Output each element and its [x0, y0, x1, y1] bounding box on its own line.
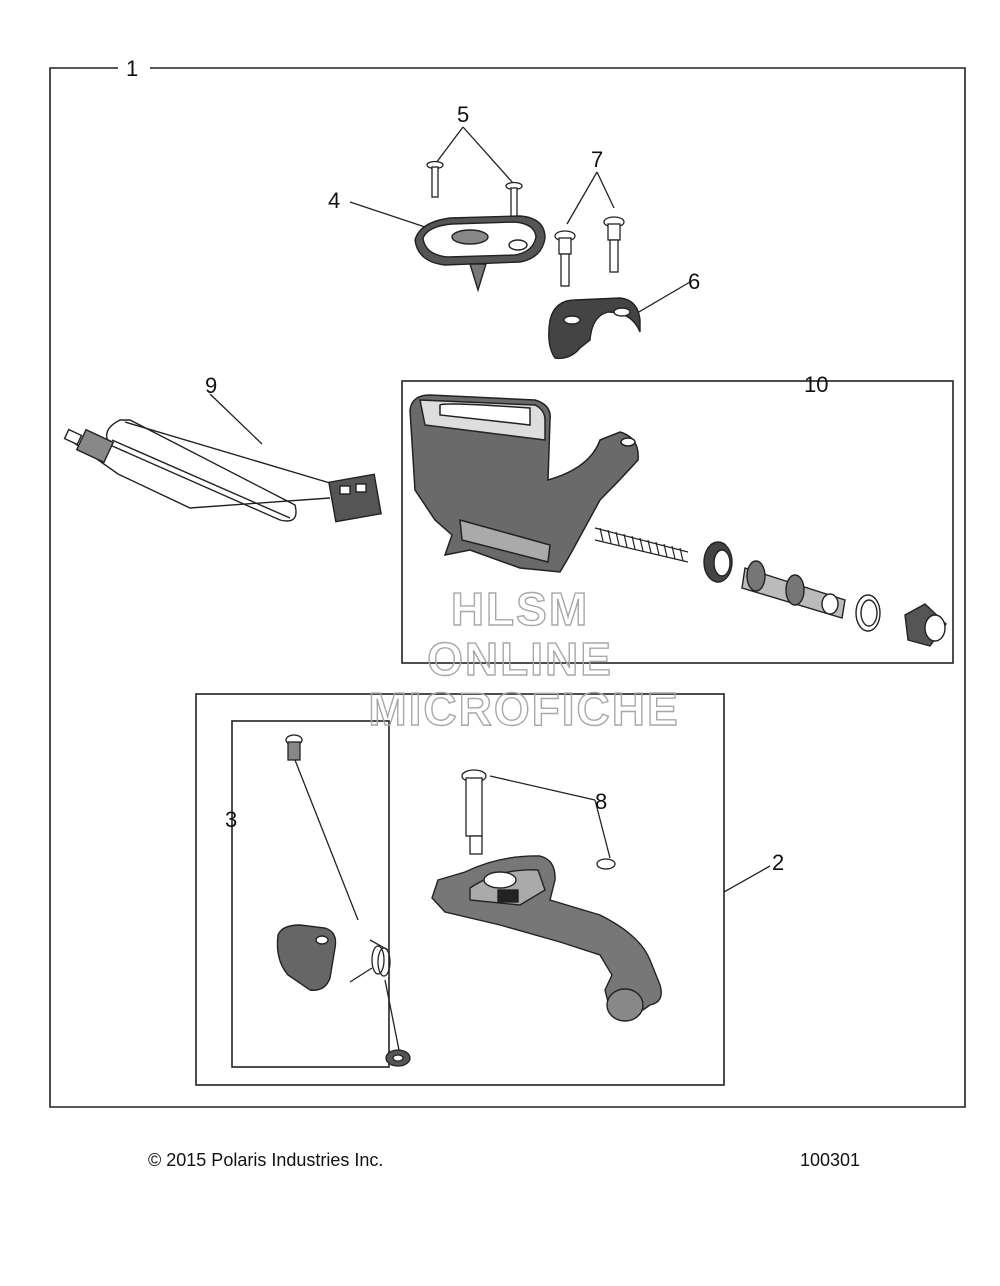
- o-ring: [855, 594, 881, 632]
- cup-seal: [703, 541, 733, 583]
- watermark-line-2: ONLINE: [427, 633, 613, 685]
- master-cylinder-body: [409, 394, 639, 573]
- cover-screw-left: [426, 160, 444, 198]
- master-cylinder-box: [401, 380, 954, 664]
- lever-pivot-bolt: [461, 769, 487, 855]
- boot: [904, 603, 947, 647]
- clamp-bolt-right: [603, 216, 625, 273]
- cover-screw-right: [505, 181, 523, 219]
- callout-1: 1: [126, 56, 138, 81]
- brake-lever: [431, 855, 662, 1022]
- piston-spring: [594, 527, 689, 563]
- pivot-cover: [276, 924, 337, 991]
- copyright-notice: © 2015 Polaris Industries Inc.: [148, 1150, 384, 1170]
- callout-7: 7: [591, 147, 603, 172]
- assembly-frame: [49, 67, 966, 1108]
- lever-assembly-box: [195, 693, 725, 1086]
- pivot-pin: [285, 734, 359, 921]
- watermark-line-1: HLSM: [451, 583, 589, 635]
- clamp-bolt-left: [554, 230, 576, 287]
- lever-retaining-clip: [596, 858, 616, 870]
- handlebar-clamp: [548, 297, 641, 359]
- callout-4: 4: [328, 188, 340, 213]
- torsion-spring: [349, 939, 401, 1056]
- reservoir-cover: [414, 215, 546, 293]
- pivot-kit-box: [231, 720, 390, 1068]
- watermark-line-3: MICROFICHE: [368, 683, 679, 735]
- piston: [741, 560, 846, 619]
- callout-10: 10: [804, 372, 828, 397]
- callout-2: 2: [772, 850, 784, 875]
- callout-6: 6: [688, 269, 700, 294]
- pivot-washer: [385, 1049, 411, 1067]
- drawing-number: 100301: [800, 1150, 861, 1170]
- brake-switch-harness: [63, 419, 382, 523]
- callout-9: 9: [205, 373, 217, 398]
- callout-8: 8: [595, 789, 607, 814]
- callout-5: 5: [457, 102, 469, 127]
- callout-3: 3: [225, 807, 237, 832]
